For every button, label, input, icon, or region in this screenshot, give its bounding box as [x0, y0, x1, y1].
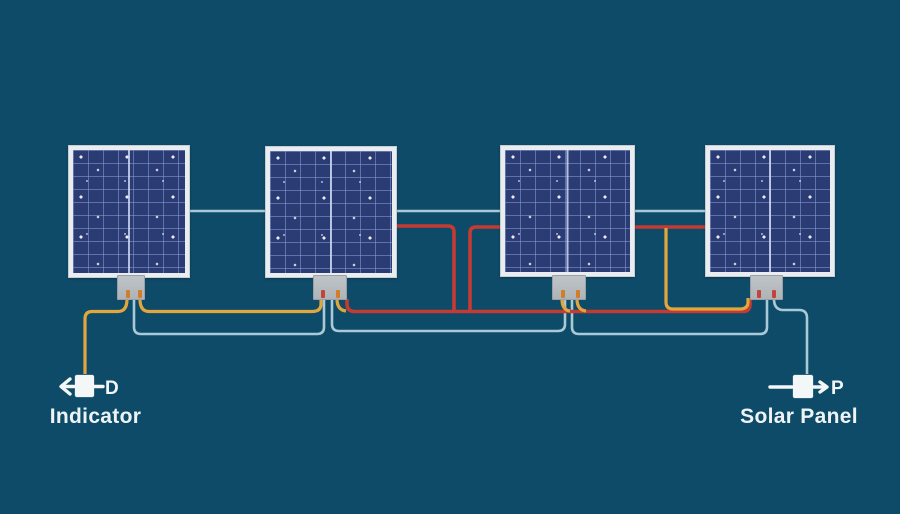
yellow-wire-p1-indicator: [83, 298, 129, 374]
indicator-terminal-letter: D: [105, 378, 119, 399]
solar-panel-terminal-box: [793, 375, 813, 398]
junction-2-pin-right: [336, 290, 340, 298]
yellow-stub-p2-right: [335, 298, 347, 313]
panel-3-cells: [505, 150, 630, 272]
junction-2-pin-left: [321, 290, 325, 298]
junction-3-pin-right: [576, 290, 580, 298]
solar-panel-4: [705, 145, 835, 277]
yellow-wire-mid-drop-p4: [664, 228, 750, 311]
red-wire-p3-p4-run: [468, 225, 710, 313]
junction-box-3: [552, 275, 586, 300]
yellow-stub-p3-left: [560, 298, 571, 313]
junction-box-2: [313, 275, 347, 300]
yellow-stub-p3-right: [575, 298, 587, 313]
junction-4-pin-right: [772, 290, 776, 298]
junction-box-4: [750, 275, 783, 300]
right-arrow-icon: [818, 380, 829, 394]
junction-box-1: [117, 275, 145, 300]
pale-wire-p3-p4: [570, 300, 769, 336]
indicator-terminal-box: [75, 375, 94, 397]
yellow-wire-p1-p2: [138, 298, 323, 314]
left-arrow-icon: [59, 377, 72, 396]
red-wire-bottom-run: [345, 299, 752, 314]
junction-3-pin-left: [561, 290, 565, 298]
solar-panel-terminal-letter: P: [831, 378, 844, 399]
panel-2-cells: [270, 151, 392, 273]
junction-1-pin-left: [126, 290, 130, 298]
red-wire-p2-drop: [392, 224, 456, 313]
yellow-wires: [83, 228, 750, 374]
solar-panel-2: [265, 146, 397, 278]
junction-1-pin-right: [138, 290, 142, 298]
pale-wire-p2-p3: [330, 300, 567, 333]
panel-1-cells: [73, 150, 185, 273]
solar-panel-1: [68, 145, 190, 278]
solar-panel-label: Solar Panel: [740, 405, 858, 428]
indicator-label: Indicator: [49, 405, 142, 428]
junction-4-pin-left: [757, 290, 761, 298]
panel-4-cells: [710, 150, 830, 272]
red-wires: [345, 224, 752, 314]
solar-panel-3: [500, 145, 635, 277]
pale-wire-p1-p2: [132, 300, 326, 336]
terminal-glyphs: [59, 377, 829, 396]
pale-wire-p4-terminal: [772, 298, 809, 374]
